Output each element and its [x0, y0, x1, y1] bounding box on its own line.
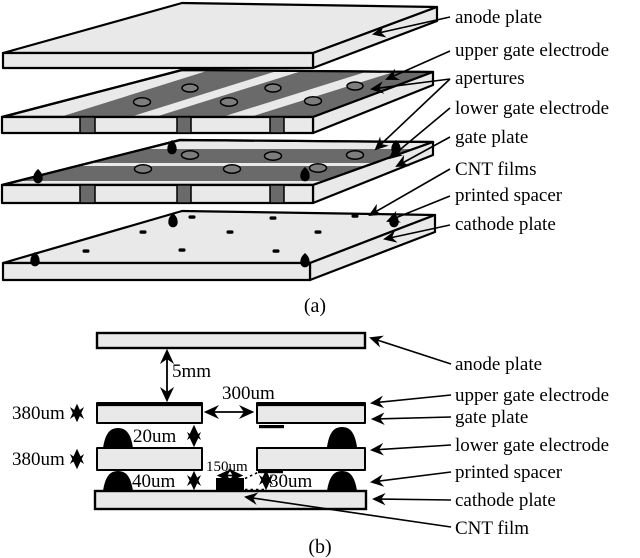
lower-gate-apertures	[133, 150, 365, 174]
panel-a-leader-arrows	[368, 16, 451, 243]
arrow-b-cnt-film	[243, 492, 452, 528]
cnt-film-block	[216, 478, 244, 491]
lower-gate-plate-right	[256, 447, 366, 471]
upper-gate-plate-3d	[0, 68, 435, 135]
gate-upper-front-grooves	[79, 116, 285, 134]
dotted-projection-top	[244, 468, 265, 480]
gate-upper-front-face	[0, 115, 315, 135]
cathode-front-face	[1, 261, 312, 282]
panel-b-labels: anode plate upper gate electrode gate pl…	[455, 354, 609, 539]
dimension-texts: 5mm 300um 380um 20um 380um 40um 150um 30…	[12, 361, 313, 492]
cathode-plate-bar	[93, 489, 368, 511]
gate-step-upper	[259, 425, 284, 429]
dim-30um: 30um	[269, 471, 313, 492]
dim-300um: 300um	[222, 383, 275, 404]
dim-40um: 40um	[132, 471, 176, 492]
label-b-lower-gate-electrode: lower gate electrode	[455, 435, 609, 456]
arrow-anode-plate	[372, 16, 451, 38]
dimension-arrows	[69, 348, 274, 491]
caption-b: (b)	[308, 536, 331, 558]
arrow-lower-gate-electrode	[388, 107, 451, 160]
label-b-gate-plate: gate plate	[455, 407, 528, 428]
arrow-apertures-lower	[374, 78, 451, 151]
label-gate-plate: gate plate	[455, 127, 528, 148]
arrow-cathode-plate	[383, 224, 451, 243]
dim-5mm: 5mm	[172, 361, 211, 382]
panel-b-leader-arrows	[243, 335, 452, 528]
arrow-b-gate-plate	[370, 412, 452, 425]
arrow-gate-plate	[395, 136, 451, 167]
label-b-printed-spacer: printed spacer	[455, 462, 563, 483]
arrow-cnt-films	[368, 168, 451, 217]
label-b-anode-plate: anode plate	[455, 354, 542, 375]
arrow-b-cathode-plate	[371, 492, 452, 506]
cathode-plate-3d	[1, 209, 437, 282]
label-b-cnt-film: CNT film	[455, 518, 529, 539]
lower-gate-plate-left	[96, 447, 203, 471]
dim-20um: 20um	[133, 426, 177, 447]
panel-a-labels: anode plate upper gate electrode apertur…	[455, 7, 609, 235]
label-upper-gate-electrode: upper gate electrode	[455, 40, 609, 61]
arrow-printed-spacer	[386, 195, 451, 223]
anode-plate-3d	[1, 1, 439, 70]
label-apertures: apertures	[455, 68, 525, 89]
dim-150um: 150um	[206, 459, 248, 475]
label-lower-gate-electrode: lower gate electrode	[455, 98, 609, 119]
label-anode-plate: anode plate	[455, 7, 542, 28]
label-printed-spacer: printed spacer	[455, 185, 563, 206]
panel-b-cross-section: 5mm 300um 380um 20um 380um 40um 150um 30…	[12, 331, 609, 558]
arrow-b-upper-gate-electrode	[369, 394, 452, 409]
cnt-film-dots	[82, 214, 359, 253]
gate-lower-front-grooves	[79, 184, 285, 204]
gate-lower-front-face	[0, 183, 315, 205]
label-b-cathode-plate: cathode plate	[455, 490, 556, 511]
upper-gate-apertures	[132, 81, 364, 107]
panel-a-exploded-view: anode plate upper gate electrode apertur…	[0, 1, 609, 317]
arrow-b-lower-gate-electrode	[369, 443, 452, 456]
caption-a: (a)	[304, 295, 326, 317]
anode-plate-bar	[95, 331, 367, 350]
arrow-upper-gate-electrode	[385, 50, 451, 81]
arrow-apertures-upper	[369, 78, 451, 94]
label-b-upper-gate-electrode: upper gate electrode	[455, 385, 609, 406]
label-cathode-plate: cathode plate	[455, 214, 556, 235]
anode-front-face	[1, 51, 315, 70]
dim-380um-lower: 380um	[12, 449, 65, 470]
arrow-b-anode-plate	[369, 335, 452, 365]
label-cnt-films: CNT films	[455, 159, 536, 180]
arrow-b-printed-spacer	[369, 471, 452, 487]
dim-380um-upper: 380um	[12, 403, 65, 424]
